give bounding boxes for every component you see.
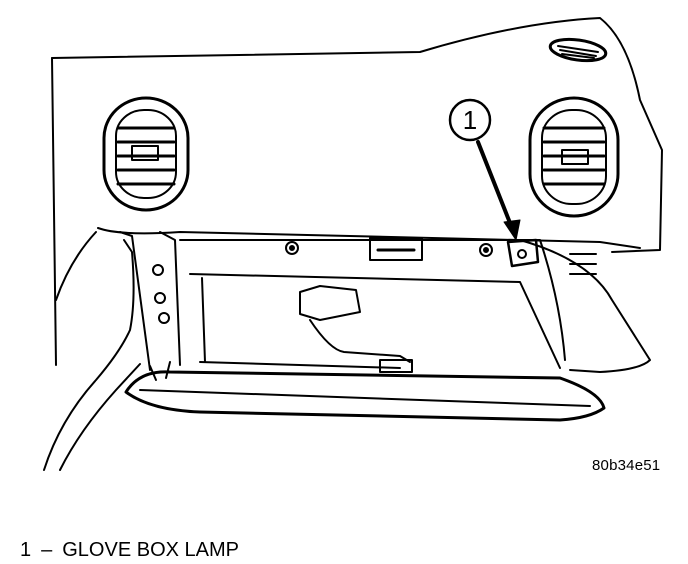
- legend-separator: –: [41, 539, 53, 561]
- callout-balloon: 1: [448, 98, 492, 142]
- figure-code: 80b34e51: [592, 457, 661, 474]
- glove-box-lamp: [506, 238, 540, 268]
- lamp-bracket-and-wiring: [299, 285, 413, 373]
- callout-number: 1: [463, 105, 477, 135]
- left-air-outlet: [102, 96, 190, 212]
- callout-leader: [476, 140, 521, 241]
- hand-outline: [43, 231, 141, 471]
- legend-label: GLOVE BOX LAMP: [62, 539, 239, 561]
- glove-box-frame: [119, 231, 651, 373]
- legend: 1–GLOVE BOX LAMP: [20, 539, 239, 562]
- glove-box-door: [124, 361, 606, 422]
- legend-number: 1: [20, 539, 32, 561]
- instrument-panel: [51, 17, 663, 366]
- right-air-outlet: [528, 96, 620, 218]
